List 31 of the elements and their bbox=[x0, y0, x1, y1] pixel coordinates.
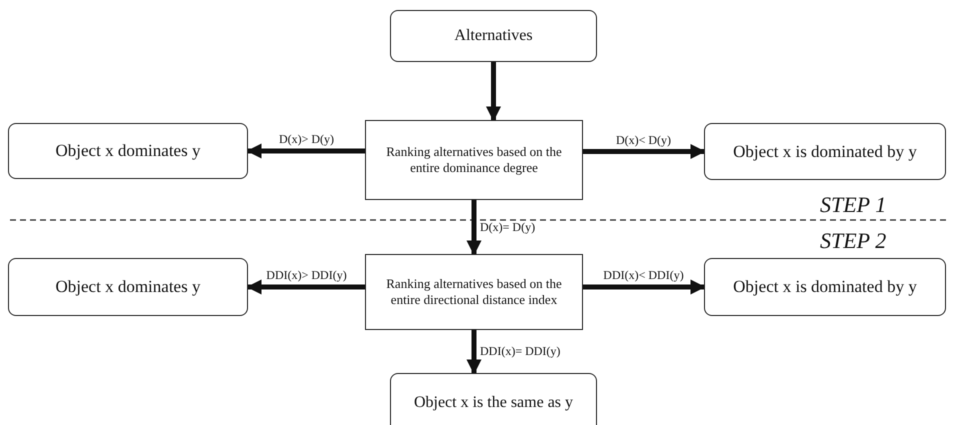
step-label: STEP 2 bbox=[820, 228, 886, 254]
arrow bbox=[466, 200, 482, 256]
rounded-box bbox=[704, 123, 946, 180]
node-text: Object x dominates y bbox=[56, 277, 200, 297]
node-text: Object x is the same as y bbox=[414, 394, 574, 412]
rounded-box bbox=[8, 258, 248, 316]
edge-label: DDI(x)< DDI(y) bbox=[603, 268, 684, 283]
node-text: Object x is dominated by y bbox=[733, 142, 917, 162]
node-text: Ranking alternatives based on the entire directional distance index bbox=[385, 276, 563, 308]
node-text: Object x dominates y bbox=[56, 141, 200, 161]
step-label: STEP 1 bbox=[820, 192, 886, 218]
arrow bbox=[583, 280, 706, 294]
rounded-box bbox=[390, 10, 597, 62]
arrow bbox=[466, 330, 482, 374]
edge-label: D(x)> D(y) bbox=[278, 132, 334, 147]
arrow bbox=[583, 144, 706, 159]
edge-label: D(x)= D(y) bbox=[480, 220, 536, 234]
arrow bbox=[486, 62, 501, 122]
process-box bbox=[365, 254, 583, 330]
node-text: Ranking alternatives based on the entire dominance degree bbox=[385, 144, 563, 176]
process-box bbox=[365, 120, 583, 200]
edge-label: D(x)< D(y) bbox=[616, 132, 672, 148]
node-text: Object x is dominated by y bbox=[733, 277, 917, 297]
edge-label: DDI(x)> DDI(y) bbox=[266, 268, 347, 283]
edge-label: DDI(x)= DDI(y) bbox=[480, 344, 560, 359]
arrow bbox=[246, 280, 365, 294]
rounded-box bbox=[704, 258, 946, 316]
rounded-box bbox=[8, 123, 248, 179]
node-text: Alternatives bbox=[454, 27, 533, 45]
arrow bbox=[246, 144, 365, 158]
rounded-box bbox=[390, 373, 597, 425]
